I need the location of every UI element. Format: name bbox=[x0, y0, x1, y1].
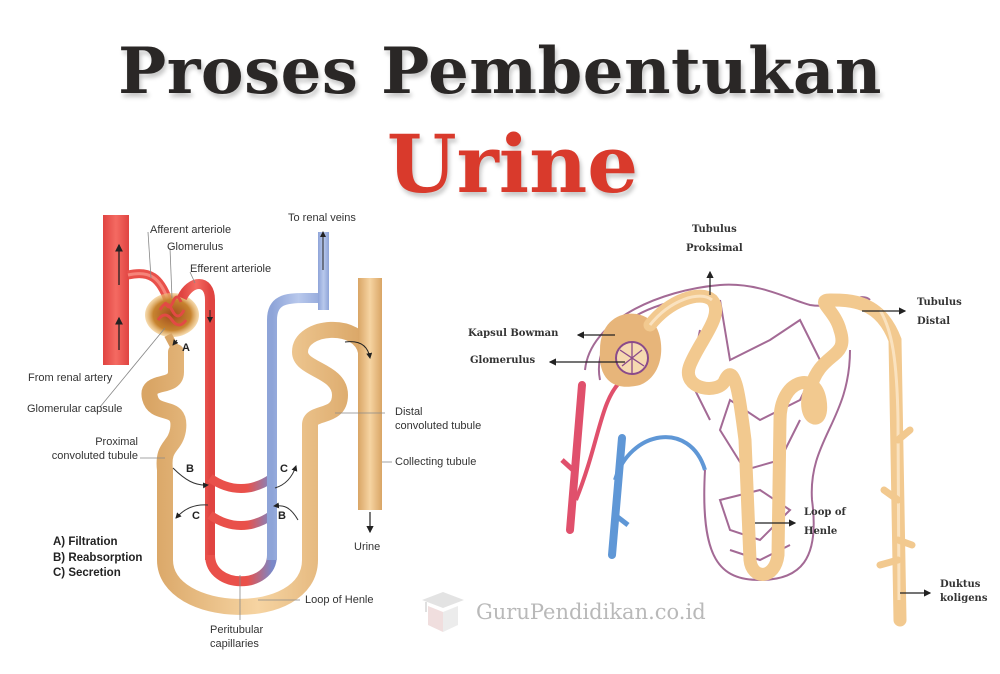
marker-b-1: B bbox=[186, 463, 194, 475]
label-proximal-line-2: convoluted tubule bbox=[51, 449, 138, 462]
graduation-cap-box-icon bbox=[422, 592, 464, 632]
label-distal-tubule: Distal convoluted tubule bbox=[395, 406, 481, 434]
collecting-tubule bbox=[358, 278, 382, 510]
nephron-diagram-right bbox=[548, 270, 932, 627]
label-tubulus-distal-line-2: Distal bbox=[917, 316, 950, 327]
label-glomerulus-right: Glomerulus bbox=[470, 355, 536, 366]
label-loop-of-henle-right-line-2: Henle bbox=[804, 526, 838, 537]
title-line-2: Urine bbox=[386, 117, 639, 211]
label-from-renal-artery: From renal artery bbox=[28, 372, 113, 384]
label-afferent-arteriole: Afferent arteriole bbox=[150, 224, 232, 236]
label-peritubular-line-1: Peritubular bbox=[210, 624, 264, 636]
label-tubulus-distal-line-1: Tubulus bbox=[917, 297, 962, 308]
marker-a: A bbox=[182, 342, 190, 354]
label-glomerulus: Glomerulus bbox=[167, 241, 224, 253]
label-to-renal-veins: To renal veins bbox=[288, 212, 356, 224]
watermark-text: GuruPendidikan.co.id bbox=[476, 600, 706, 624]
label-tubulus-distal: Tubulus Distal bbox=[917, 293, 962, 331]
peritubular-capillaries bbox=[205, 554, 277, 587]
label-tubulus-proksimal-line-1: Tubulus bbox=[691, 224, 737, 235]
label-collecting-tubule: Collecting tubule bbox=[395, 456, 477, 468]
legend-filtration: A) Filtration bbox=[53, 536, 118, 548]
label-loop-of-henle-right: Loop of Henle bbox=[804, 503, 846, 541]
label-distal-line-1: Distal bbox=[395, 406, 423, 418]
glomerulus-knot bbox=[156, 295, 188, 327]
label-peritubular-capillaries: Peritubular capillaries bbox=[210, 624, 263, 652]
process-legend: A) Filtration B) Reabsorption C) Secreti… bbox=[53, 535, 142, 582]
label-loop-of-henle: Loop of Henle bbox=[305, 594, 374, 606]
marker-c-1: C bbox=[280, 463, 288, 475]
watermark: GuruPendidikan.co.id bbox=[420, 590, 706, 634]
vein-right bbox=[608, 434, 626, 559]
title-line-1: Proses Pembentukan bbox=[118, 34, 882, 109]
label-duktus-koligens-line-2: koligens bbox=[940, 592, 988, 604]
marker-b-2: B bbox=[278, 510, 286, 522]
label-peritubular-line-2: capillaries bbox=[210, 637, 259, 650]
label-glomerular-capsule: Glomerular capsule bbox=[27, 403, 123, 415]
label-duktus-koligens: Duktus koligens bbox=[940, 578, 987, 605]
label-efferent-arteriole: Efferent arteriole bbox=[190, 263, 272, 275]
label-tubulus-proksimal-line-2: Proksimal bbox=[686, 243, 743, 254]
efferent-arteriole bbox=[177, 279, 215, 560]
label-duktus-koligens-line-1: Duktus bbox=[940, 579, 981, 590]
legend-reabsorption: B) Reabsorption bbox=[53, 551, 143, 564]
marker-c-2: C bbox=[192, 510, 200, 522]
label-urine: Urine bbox=[354, 541, 381, 553]
label-proximal-line-1: Proximal bbox=[95, 436, 138, 448]
label-loop-of-henle-right-line-1: Loop of bbox=[804, 507, 846, 518]
label-proximal-tubule: Proximal convoluted tubule bbox=[30, 436, 138, 464]
renal-tubule bbox=[141, 321, 374, 615]
artery-right bbox=[566, 381, 586, 534]
glomerular-capsule bbox=[145, 293, 199, 337]
label-distal-line-2: convoluted tubule bbox=[395, 419, 482, 432]
renal-artery bbox=[103, 215, 129, 365]
label-tubulus-proksimal: Tubulus Proksimal bbox=[686, 220, 743, 258]
renal-vein-branch bbox=[267, 293, 325, 560]
label-kapsul-bowman: Kapsul Bowman bbox=[468, 328, 559, 339]
legend-secretion: C) Secretion bbox=[53, 567, 121, 580]
